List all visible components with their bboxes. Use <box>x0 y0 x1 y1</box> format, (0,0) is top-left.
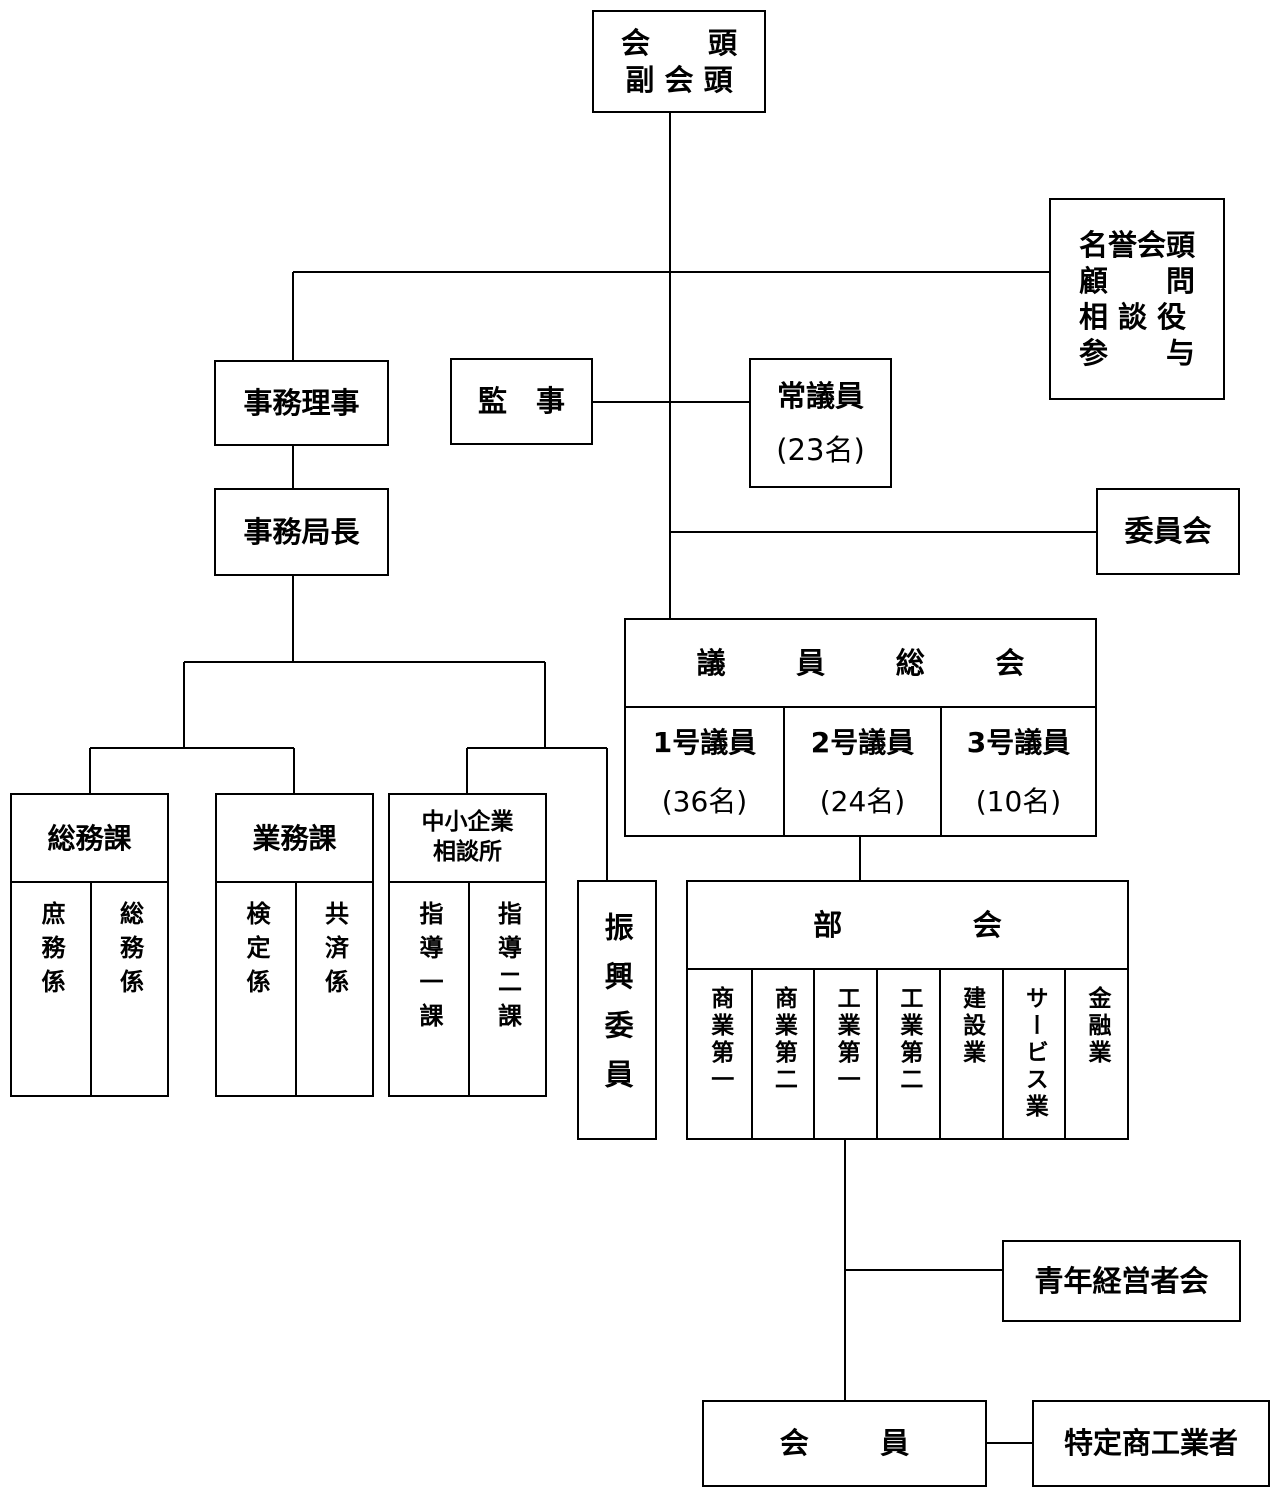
councilor-label: 参 与 <box>1078 336 1195 371</box>
member-group-count: (24名) <box>819 784 906 818</box>
assembly-title-char: 員 <box>796 645 826 680</box>
member-group-label: 3号議員 <box>966 725 1071 759</box>
promotion-committee-box: 振興委員 <box>577 880 657 1140</box>
chairman-box: 会 頭 副 会 頭 <box>592 10 766 113</box>
youth-executives-box: 青年経営者会 <box>1002 1240 1241 1322</box>
general-assembly-box: 議 員 総 会 1号議員 (36名) 2号議員 (24名) 3号議員 (10名) <box>624 618 1097 837</box>
committee-box: 委員会 <box>1096 488 1240 575</box>
vice-chairman-label: 副 会 頭 <box>625 62 733 97</box>
divisions-title-char: 会 <box>972 907 1002 942</box>
general-assembly-title: 議 員 総 会 <box>626 620 1095 706</box>
dept-title-line: 相談所 <box>433 839 502 865</box>
member-group-count: (36名) <box>661 784 748 818</box>
standing-members-label: 常議員 <box>776 378 864 413</box>
dept-unit: 指導二課 <box>468 881 545 1095</box>
dept-title: 業務課 <box>252 821 337 855</box>
business-dept-box: 業務課 検定係 共済係 <box>215 793 374 1097</box>
honorary-chairman-label: 名誉会頭 <box>1078 227 1195 262</box>
division-label: 建設業 <box>958 986 985 1067</box>
division-item: サービス業 <box>1001 968 1065 1138</box>
member-group-2: 2号議員 (24名) <box>783 706 940 835</box>
unit-label: 総務係 <box>115 901 144 1003</box>
member-group-count: (10名) <box>975 784 1062 818</box>
division-item: 金融業 <box>1064 968 1127 1138</box>
secretary-general-label: 事務局長 <box>243 514 360 549</box>
division-item: 建設業 <box>938 968 1002 1138</box>
division-label: 商業第二 <box>770 986 797 1094</box>
sme-consultation-box: 中小企業 相談所 指導一課 指導二課 <box>388 793 547 1097</box>
dept-title-line: 中小企業 <box>421 809 514 836</box>
unit-label: 庶務係 <box>37 901 65 1003</box>
dept-title: 総務課 <box>47 821 132 855</box>
dept-unit: 庶務係 <box>12 881 90 1095</box>
division-label: 工業第一 <box>833 986 860 1094</box>
unit-label: 指導二課 <box>493 901 522 1037</box>
executive-director-label: 事務理事 <box>243 385 360 420</box>
dept-unit: 検定係 <box>217 881 295 1095</box>
assembly-title-char: 総 <box>895 645 925 680</box>
division-label: 工業第二 <box>895 986 922 1094</box>
auditor-label: 監 事 <box>477 384 565 419</box>
members-title-char: 会 <box>779 1426 809 1461</box>
unit-label: 検定係 <box>242 901 270 1003</box>
dept-title: 中小企業 相談所 <box>390 795 545 881</box>
specified-merchants-box: 特定商工業者 <box>1032 1400 1270 1487</box>
standing-members-box: 常議員 (23名) <box>749 358 892 488</box>
divisions-box: 部 会 商業第一 商業第二 工業第一 工業第二 建設業 サービス業 金融業 <box>686 880 1129 1140</box>
assembly-title-char: 議 <box>696 645 726 680</box>
youth-executives-label: 青年経営者会 <box>1034 1263 1209 1298</box>
division-item: 工業第一 <box>813 968 877 1138</box>
members-title-char: 員 <box>880 1426 910 1461</box>
advisor-label: 顧 問 <box>1078 263 1195 298</box>
secretary-general-box: 事務局長 <box>214 488 389 576</box>
division-label: サービス業 <box>1021 986 1048 1121</box>
specified-merchants-label: 特定商工業者 <box>1063 1426 1238 1461</box>
dept-unit: 総務係 <box>90 881 167 1095</box>
unit-label: 共済係 <box>320 901 349 1003</box>
division-item: 工業第二 <box>876 968 939 1138</box>
auditor-box: 監 事 <box>450 358 593 445</box>
divisions-title-char: 部 <box>813 907 843 942</box>
assembly-title-char: 会 <box>995 645 1025 680</box>
standing-members-count: (23名) <box>776 433 865 467</box>
division-label: 商業第一 <box>706 986 733 1094</box>
counselor-label: 相 談 役 <box>1078 300 1187 334</box>
members-box: 会 員 <box>702 1400 987 1487</box>
member-group-1: 1号議員 (36名) <box>626 706 783 835</box>
general-affairs-dept-box: 総務課 庶務係 総務係 <box>10 793 169 1097</box>
division-label: 金融業 <box>1084 986 1110 1067</box>
member-group-3: 3号議員 (10名) <box>940 706 1095 835</box>
member-group-label: 1号議員 <box>652 725 757 759</box>
division-item: 商業第二 <box>750 968 814 1138</box>
executive-director-box: 事務理事 <box>214 360 389 446</box>
chairman-label: 会 頭 <box>620 26 737 61</box>
promotion-committee-label: 振興委員 <box>600 912 635 1108</box>
division-item: 商業第一 <box>688 968 751 1138</box>
member-group-label: 2号議員 <box>810 725 915 759</box>
honorary-box: 名誉会頭 顧 問 相 談 役 参 与 <box>1049 198 1225 400</box>
committee-label: 委員会 <box>1124 514 1212 549</box>
dept-unit: 指導一課 <box>390 881 468 1095</box>
divisions-title: 部 会 <box>688 882 1127 968</box>
unit-label: 指導一課 <box>415 901 443 1037</box>
dept-unit: 共済係 <box>295 881 372 1095</box>
